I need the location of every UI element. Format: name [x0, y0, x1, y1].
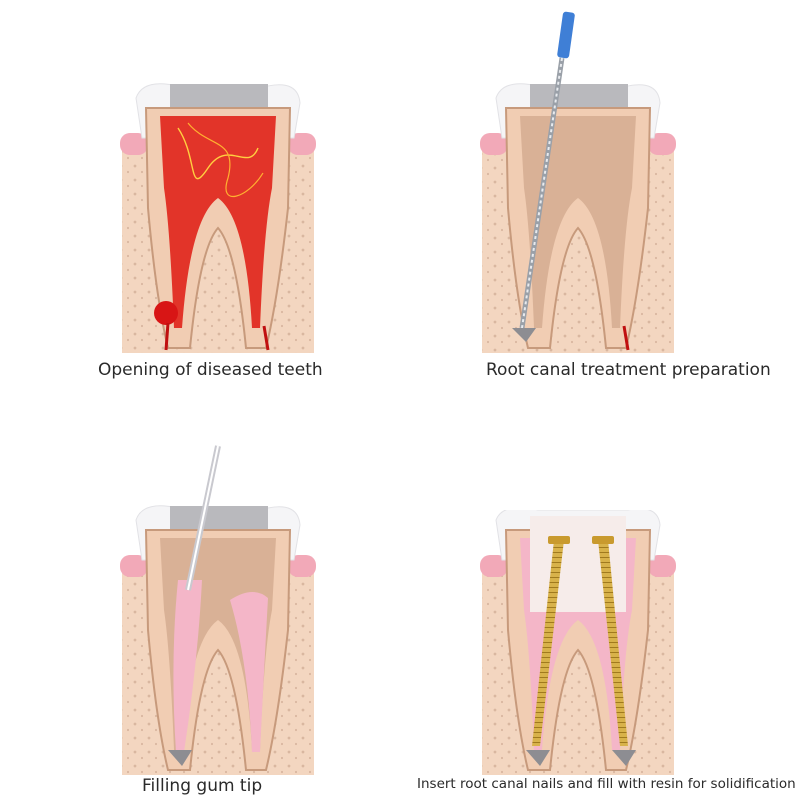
- file-shaft: [519, 57, 565, 329]
- diseased-tooth-illustration: [120, 83, 316, 353]
- step-1-diseased-tooth: [118, 78, 318, 353]
- gutta-percha-illustration: [120, 445, 316, 775]
- nerve-line: [164, 322, 170, 351]
- filling-right-canal: [230, 591, 268, 752]
- root-post-illustration: [480, 510, 676, 775]
- step-2-canal-preparation: [478, 10, 678, 353]
- caption-step-1: Opening of diseased teeth: [98, 360, 323, 380]
- caption-step-3: Filling gum tip: [142, 776, 263, 796]
- caption-step-2: Root canal treatment preparation: [486, 360, 771, 380]
- post-right: [598, 540, 628, 746]
- endodontic-file-illustration: [480, 11, 676, 353]
- step-4-posts: [478, 510, 678, 775]
- gum-right: [288, 133, 316, 155]
- caption-step-4: Insert root canal nails and fill with re…: [417, 776, 796, 792]
- cleaned-pulp: [520, 116, 636, 328]
- step-3-filling: [118, 440, 318, 775]
- abscess: [154, 301, 178, 325]
- gum-left: [120, 133, 148, 155]
- crown-cap: [170, 84, 268, 112]
- filling-left-canal: [173, 580, 202, 752]
- post-left: [532, 540, 564, 746]
- diseased-pulp: [160, 116, 276, 328]
- file-handle: [557, 11, 575, 59]
